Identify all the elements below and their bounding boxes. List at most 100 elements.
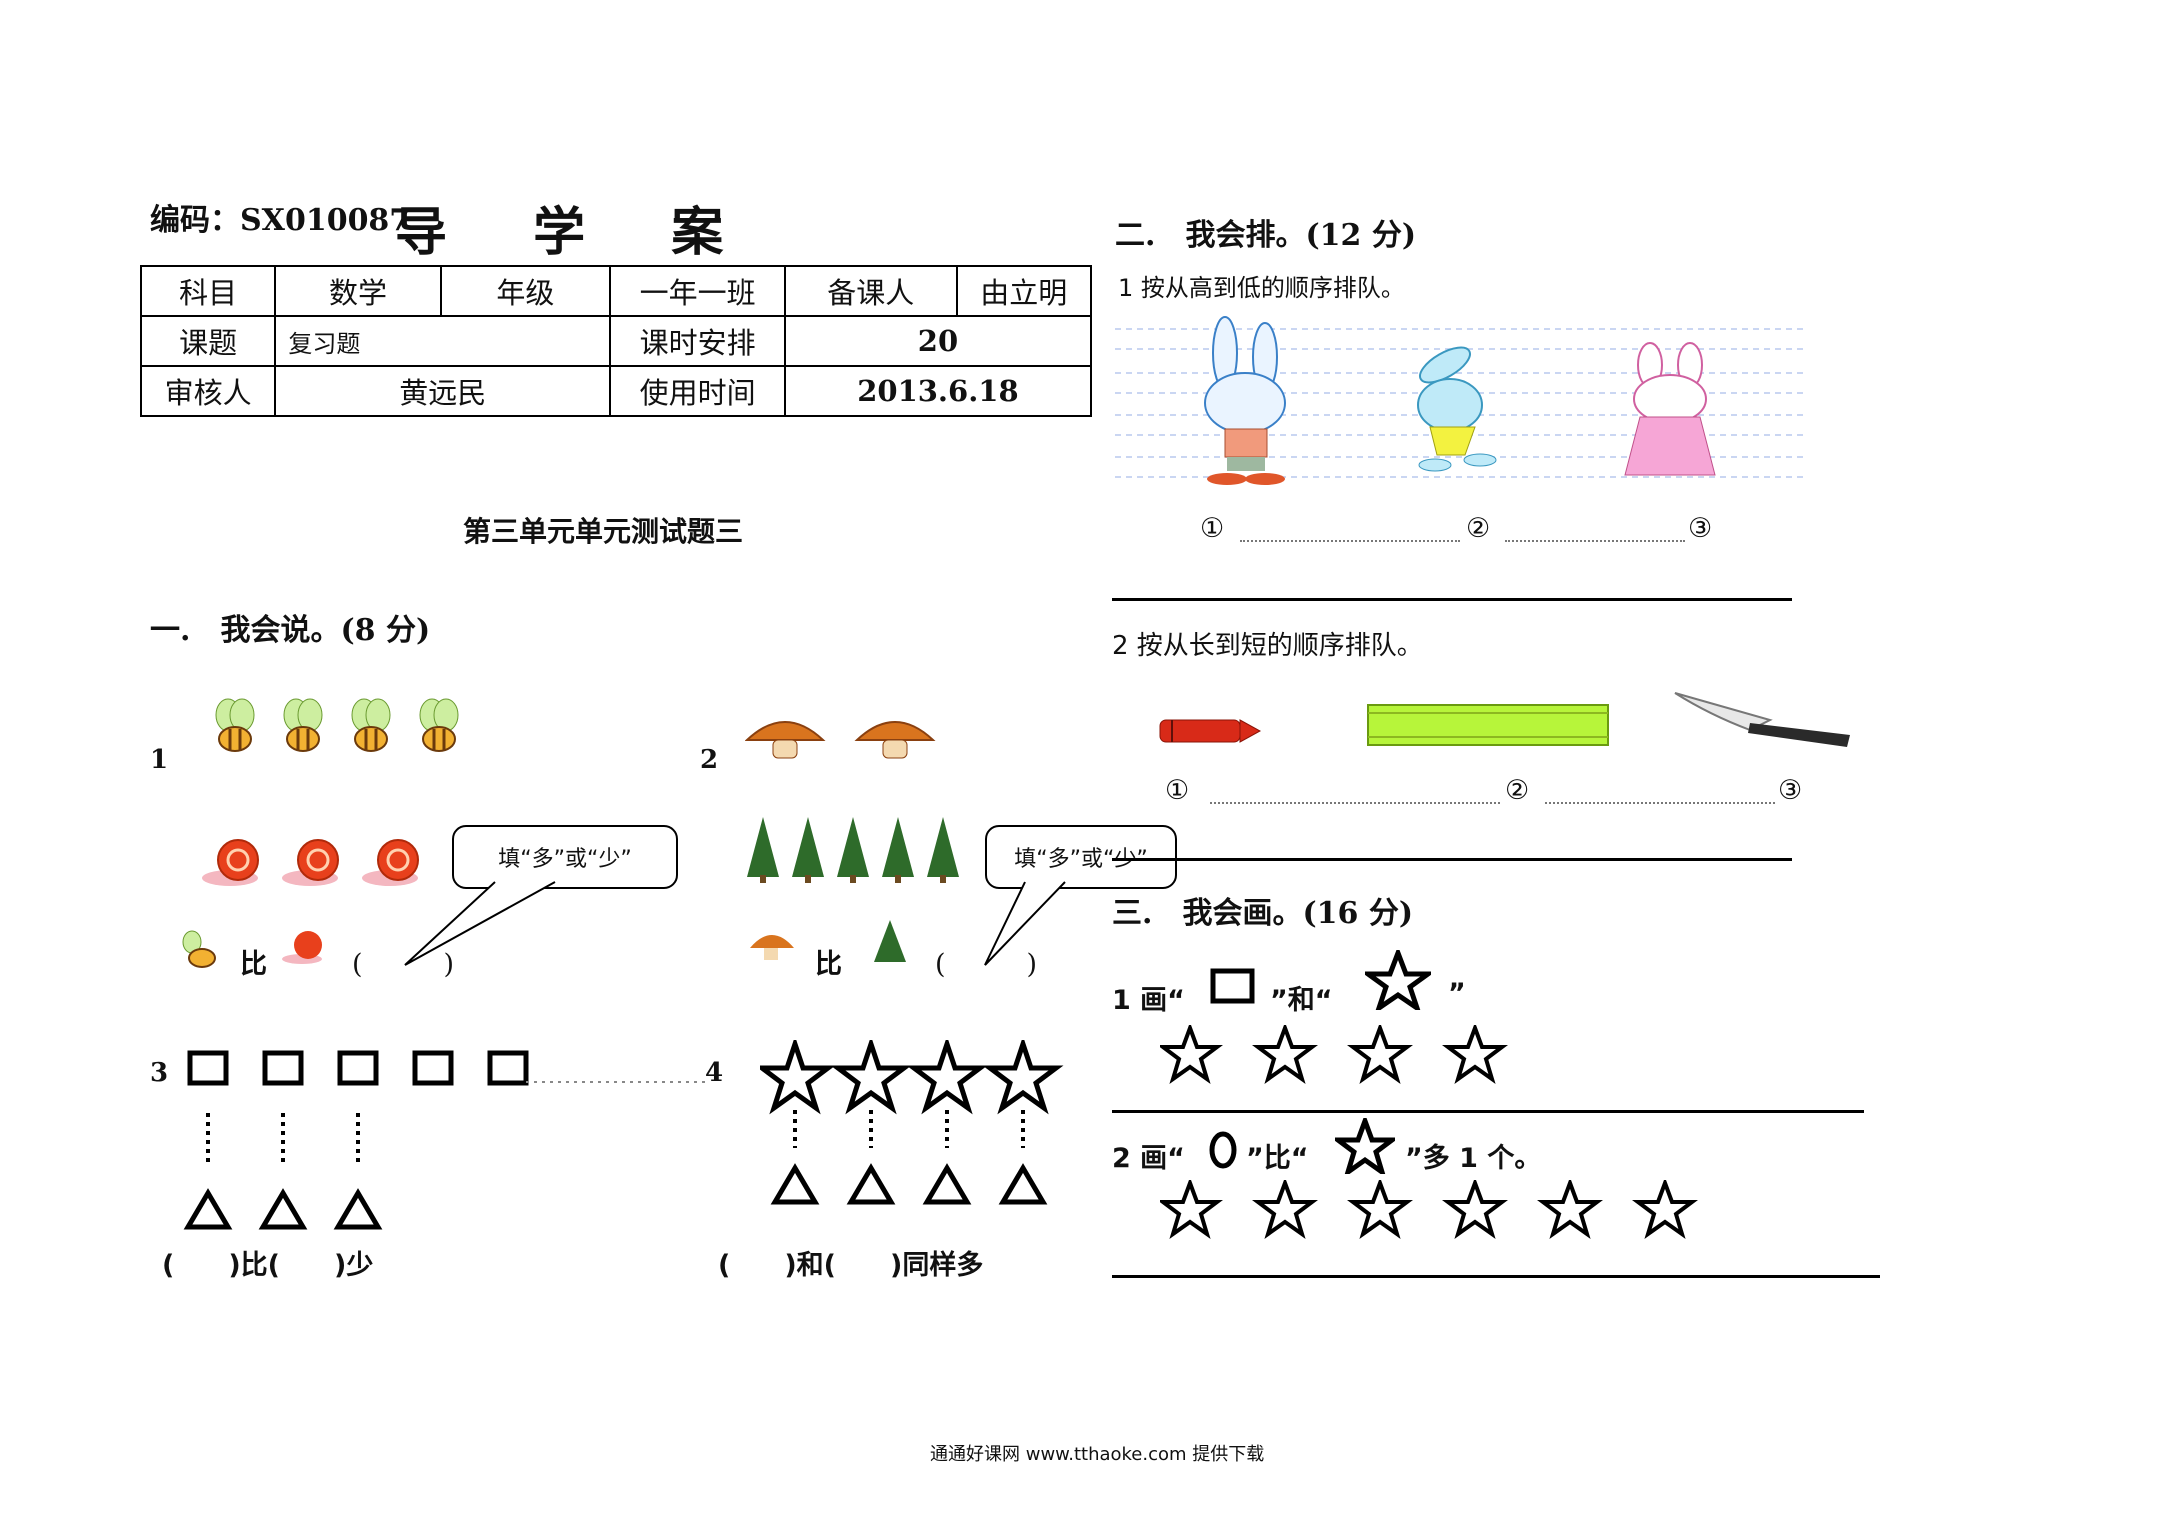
info-cell: 数学	[274, 265, 442, 317]
star-icon	[1365, 950, 1431, 1010]
rank-mark: ③	[1778, 775, 1803, 806]
star-icon	[1347, 1025, 1413, 1084]
star-row	[1160, 1180, 1698, 1239]
star-icon	[1442, 1180, 1508, 1239]
circle-icon	[1209, 1131, 1237, 1169]
snail-icon	[202, 839, 259, 886]
section3-q1-end: ”	[1448, 978, 1466, 1009]
footer-credit: 通通好课网 www.tthaoke.com 提供下载	[930, 1444, 1265, 1465]
star-icon	[760, 1040, 836, 1115]
info-cell: 使用时间	[609, 365, 786, 417]
info-cell: 备课人	[783, 265, 958, 317]
answer-line	[1112, 1275, 1880, 1278]
triangle-icon	[846, 1163, 896, 1205]
tree-icon	[747, 817, 779, 883]
q4-answer[interactable]: ( )和( )同样多	[718, 1250, 984, 1281]
section3-q2-prefix: 2 画“	[1112, 1143, 1185, 1174]
info-row: 科目 数学 年级 一年一班 备课人 由立明	[139, 265, 1093, 317]
tall-rabbit-icon	[1204, 316, 1286, 485]
info-cell: 年级	[439, 265, 612, 317]
star-icon	[982, 1040, 1064, 1115]
square-icon	[262, 1050, 304, 1086]
crayon-icon	[1159, 719, 1262, 743]
mushroom-icon	[745, 721, 826, 759]
info-cell: 20	[783, 315, 1093, 367]
short-rabbit-icon	[1624, 342, 1716, 476]
section2-heading: 二. 我会排。(12 分)	[1115, 218, 1417, 253]
info-cell: 复习题	[274, 315, 612, 367]
hint-bubble: 填“多”或“少”	[452, 825, 678, 889]
q3-answer[interactable]: ( )比( )少	[162, 1250, 374, 1281]
square-icon	[337, 1050, 379, 1086]
section3-q2-end: ”多 1 个。	[1405, 1143, 1542, 1174]
length-objects	[1159, 692, 1850, 747]
info-cell: 2013.6.18	[783, 365, 1093, 417]
rank-mark: ②	[1505, 775, 1530, 806]
document-title: 导 学 案	[395, 202, 758, 263]
knife-icon	[1674, 692, 1850, 747]
rank-blank[interactable]	[1240, 540, 1460, 542]
section1-heading: 一. 我会说。(8 分)	[150, 613, 431, 648]
triangle-icon	[922, 1163, 972, 1205]
star-icon	[906, 1040, 988, 1115]
star-icon	[1537, 1180, 1603, 1239]
answer-blank[interactable]: ( )	[935, 949, 1038, 980]
star-icon	[1252, 1180, 1318, 1239]
section3-q2-mid: ”比“	[1246, 1143, 1309, 1174]
info-cell: 科目	[139, 265, 277, 317]
rank-mark: ①	[1200, 513, 1225, 544]
bubble-tail	[404, 881, 556, 966]
snail-row	[202, 839, 419, 886]
section3-q1-mid: ”和“	[1270, 985, 1333, 1016]
tree-row	[747, 817, 959, 883]
answer-line	[1112, 1110, 1864, 1113]
middle-rabbit-icon	[1417, 346, 1497, 472]
info-cell: 审核人	[139, 365, 277, 417]
mushroom-icon	[750, 935, 794, 960]
star-icon	[1160, 1025, 1223, 1084]
section2-q2-text: 2 按从长到短的顺序排队。	[1112, 631, 1423, 661]
bee-icon	[419, 698, 459, 752]
rank-blank[interactable]	[1210, 802, 1500, 804]
answer-line	[1112, 858, 1792, 861]
star-icon	[1335, 1118, 1395, 1174]
bee-icon	[351, 698, 391, 752]
info-cell: 一年一班	[609, 265, 786, 317]
square-icon	[412, 1050, 454, 1086]
info-cell: 黄远民	[274, 365, 612, 417]
q1-number: 1	[150, 745, 169, 775]
q4-number: 4	[705, 1058, 724, 1088]
mushroom-row	[745, 721, 936, 759]
star-icon	[830, 1040, 912, 1115]
triangle-icon	[770, 1163, 820, 1205]
section3-q1-prefix: 1 画“	[1112, 985, 1185, 1016]
rank-mark: ①	[1165, 775, 1190, 806]
hint-bubble: 填“多”或“少”	[985, 825, 1177, 889]
answer-blank[interactable]: ( )	[352, 949, 455, 980]
star-icon	[1632, 1180, 1698, 1239]
q2-number: 2	[700, 745, 719, 775]
document-code: 编码：SX010087	[150, 203, 411, 238]
rank-blank[interactable]	[1505, 540, 1685, 542]
tree-icon	[837, 817, 869, 883]
bee-row	[215, 698, 459, 752]
bee-icon	[182, 930, 216, 968]
tree-icon	[882, 817, 914, 883]
tree-icon	[792, 817, 824, 883]
compare-word: 比	[240, 949, 267, 980]
info-table: 科目 数学 年级 一年一班 备课人 由立明 课题 复习题 课时安排 20 审核人…	[139, 265, 1093, 417]
star-icon	[1252, 1025, 1318, 1084]
q3-number: 3	[150, 1058, 169, 1088]
info-row: 审核人 黄远民 使用时间 2013.6.18	[139, 365, 1093, 417]
triangle-icon	[258, 1188, 308, 1230]
rank-blank[interactable]	[1545, 802, 1775, 804]
mushroom-icon	[854, 721, 936, 759]
info-row: 课题 复习题 课时安排 20	[139, 315, 1093, 367]
star-icon	[1442, 1025, 1508, 1084]
square-icon	[187, 1050, 229, 1086]
info-cell: 课时安排	[609, 315, 786, 367]
rank-mark: ②	[1466, 513, 1491, 544]
snail-icon	[282, 839, 339, 886]
star-icon	[1347, 1180, 1413, 1239]
bee-icon	[283, 698, 323, 752]
